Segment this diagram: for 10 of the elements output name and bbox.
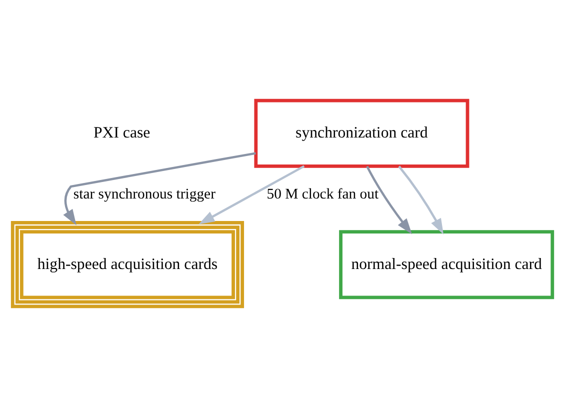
arrow [63,152,256,226]
node-box: normal-speed acquisition card [339,230,554,300]
arrow [198,165,305,224]
arrow [398,166,444,235]
arrow [366,166,412,234]
node-box: synchronization card [254,98,470,168]
edge-label: 50 M clock fan out [266,186,379,202]
node-box: high-speed acquisition cards [10,221,244,308]
edge-label: star synchronous trigger [73,186,216,202]
label: PXI case [93,124,150,142]
